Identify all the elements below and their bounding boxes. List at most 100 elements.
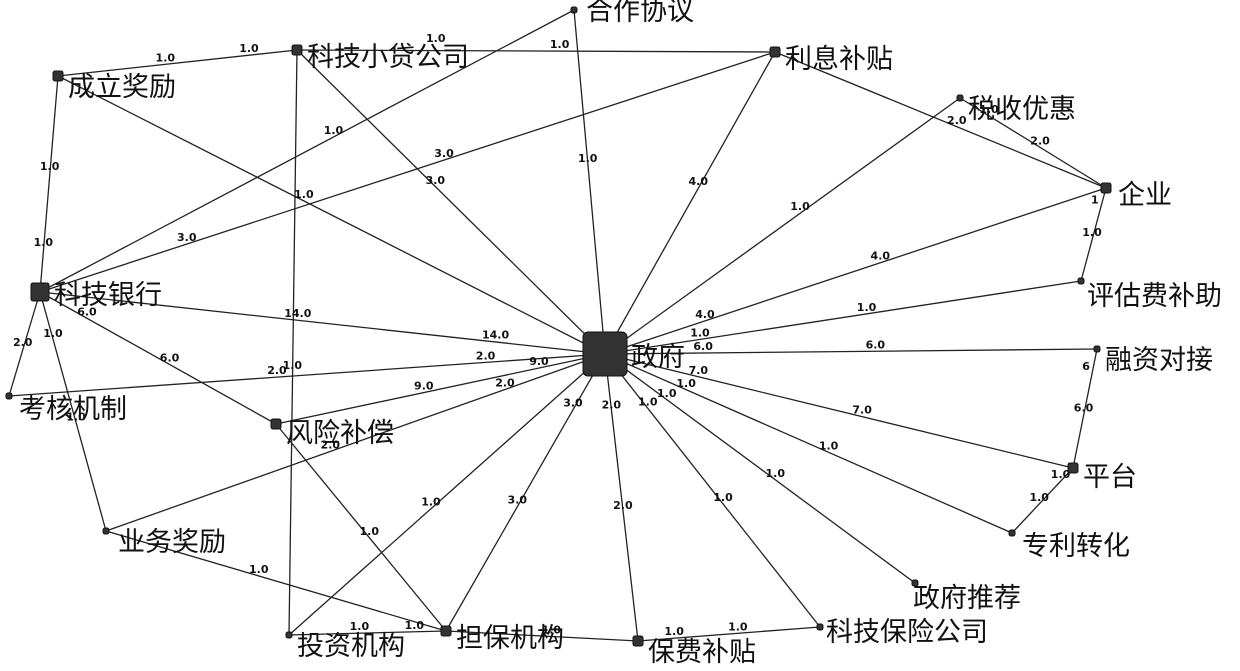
edge-bank-coop <box>39 9 575 293</box>
edge-weight-a-risk-guar: 1.0 <box>360 525 380 538</box>
edge-gov-bank <box>39 291 606 355</box>
edge-gov-tax <box>604 97 961 355</box>
edge-weight-a-gov-loan: 3.0 <box>426 174 446 187</box>
edge-gov-loan <box>296 49 606 355</box>
node-guar <box>440 625 452 637</box>
edge-weight-a-premsub-insco: 1.0 <box>728 620 748 633</box>
node-labels-layer: 政府科技银行科技小贷公司合作协议利息补贴税收优惠企业评估费补助融资对接平台专利转… <box>19 0 1222 668</box>
edge-weight-b-gov-bank: 14.0 <box>482 329 509 342</box>
node-assess <box>5 392 13 400</box>
node-risk <box>270 418 282 430</box>
edge-gov-risk <box>275 353 606 425</box>
edge-weight-a-gov-insco: 1.0 <box>713 491 733 504</box>
edge-weight-a-gov-coop: 1.0 <box>578 152 598 165</box>
edges-layer <box>8 9 1107 642</box>
edge-weight-a-guar-inv: 1.0 <box>350 620 370 633</box>
edge-weight-a-gov-premsub: 2.0 <box>613 499 633 512</box>
node-platform <box>1067 462 1079 474</box>
node-evalsub <box>1077 277 1085 285</box>
node-label-risk: 风险补偿 <box>286 418 394 449</box>
node-label-evalsub: 评估费补助 <box>1087 281 1222 312</box>
edge-weight-b-gov-bizaward: 2.0 <box>495 376 515 389</box>
edge-fin-platform <box>1072 348 1098 469</box>
edge-weight-a-tax-firm: 2.0 <box>1030 135 1050 148</box>
node-label-fin: 融资对接 <box>1105 345 1213 376</box>
edge-gov-inv <box>288 353 606 636</box>
edge-gov-patent <box>604 353 1013 534</box>
edge-weight-a-loan-inv: 1.0 <box>283 359 303 372</box>
edge-weight-a-gov-interest: 4.0 <box>689 175 709 188</box>
edge-weight-b-gov-firm: 4.0 <box>695 308 715 321</box>
edge-loan-inv <box>288 49 298 636</box>
node-estab <box>52 70 64 82</box>
node-insco <box>816 623 824 631</box>
edge-gov-firm <box>604 187 1107 355</box>
node-loan <box>291 44 303 56</box>
edge-weight-b-gov-fin: 6.0 <box>693 340 713 353</box>
edge-weight-b-gov-patent: 1.0 <box>676 377 696 390</box>
node-label-assess: 考核机制 <box>19 394 127 425</box>
edge-weight-b-gov-premsub: 2.0 <box>602 398 622 411</box>
edge-guar-bizaward <box>105 530 447 632</box>
edge-weight-b-gov-evalsub: 1.0 <box>690 326 710 339</box>
edge-weight-b-gov-insco: 1.0 <box>638 396 658 409</box>
edge-weight-b-tax-firm: 1.0 <box>979 103 999 116</box>
edge-weight-a-gov-bizaward: 2.0 <box>321 438 341 451</box>
node-label-platform: 平台 <box>1083 462 1137 493</box>
edge-gov-evalsub <box>604 280 1082 355</box>
node-label-bizaward: 业务奖励 <box>118 527 226 558</box>
edge-weights-layer: 14.014.03.01.01.04.01.04.04.01.01.06.06.… <box>13 38 1102 638</box>
edge-gov-coop <box>573 9 606 355</box>
edge-weight-a-loan-interest: 1.0 <box>550 38 570 51</box>
edge-weight-b-firm-evalsub: 1 <box>1091 194 1099 207</box>
edge-weight-a-gov-bank: 14.0 <box>284 307 311 320</box>
edge-weight-b-gov-guar: 3.0 <box>563 396 583 409</box>
node-bizaward <box>102 527 110 535</box>
edge-gov-premsub <box>604 353 639 642</box>
node-fin <box>1093 345 1101 353</box>
node-tax <box>956 94 964 102</box>
node-label-gov: 政府 <box>631 342 685 373</box>
edge-weight-b-loan-estab: 1.0 <box>239 42 259 55</box>
edge-loan-interest <box>296 49 776 53</box>
edge-weight-b-premsub-insco: 1.0 <box>664 625 684 638</box>
edge-weight-b-bank-bizaward: 1.0 <box>43 327 63 340</box>
edge-bank-assess <box>8 291 41 397</box>
edge-gov-govrec <box>604 353 916 584</box>
edge-gov-assess <box>8 353 606 397</box>
edge-bank-estab <box>39 75 59 293</box>
edge-weight-a-bank-bizaward: 1.0 <box>66 410 86 423</box>
edge-weight-a-gov-assess: 2.0 <box>267 364 287 377</box>
edge-weight-a-bank-interest: 3.0 <box>434 147 454 160</box>
edge-weight-a-gov-fin: 6.0 <box>866 338 886 351</box>
edge-bank-interest <box>39 51 776 293</box>
edge-weight-a-gov-govrec: 1.0 <box>766 467 786 480</box>
edge-weight-a-bank-estab: 1.0 <box>40 160 60 173</box>
node-label-premsub: 保费补贴 <box>648 637 756 668</box>
edge-weight-a-gov-inv: 1.0 <box>421 496 441 509</box>
node-coop <box>570 6 578 14</box>
edge-gov-guar <box>445 353 606 632</box>
edge-weight-a-platform-patent: 1.0 <box>1029 491 1049 504</box>
edge-weight-b-gov-risk: 9.0 <box>529 355 549 368</box>
edge-weight-a-bank-risk: 6.0 <box>160 352 180 365</box>
edge-weight-b-fin-platform: 6 <box>1082 360 1090 373</box>
node-label-firm: 企业 <box>1118 180 1172 211</box>
node-premsub <box>632 635 644 647</box>
edge-interest-firm <box>774 51 1107 189</box>
edge-firm-evalsub <box>1080 187 1107 282</box>
edge-weight-a-gov-evalsub: 1.0 <box>857 301 877 314</box>
node-interest <box>769 46 781 58</box>
edge-gov-platform <box>604 353 1074 469</box>
node-inv <box>285 631 293 639</box>
edge-loan-estab <box>57 49 298 77</box>
edge-bank-risk <box>39 291 277 425</box>
edge-weight-a-gov-guar: 3.0 <box>508 493 528 506</box>
edge-weight-a-fin-platform: 6.0 <box>1074 401 1094 414</box>
edge-gov-estab <box>57 75 606 355</box>
edge-bank-bizaward <box>39 291 107 532</box>
edge-weight-a-gov-risk: 9.0 <box>414 380 434 393</box>
nodes-layer <box>5 6 1112 647</box>
edge-guar-inv <box>288 630 447 636</box>
